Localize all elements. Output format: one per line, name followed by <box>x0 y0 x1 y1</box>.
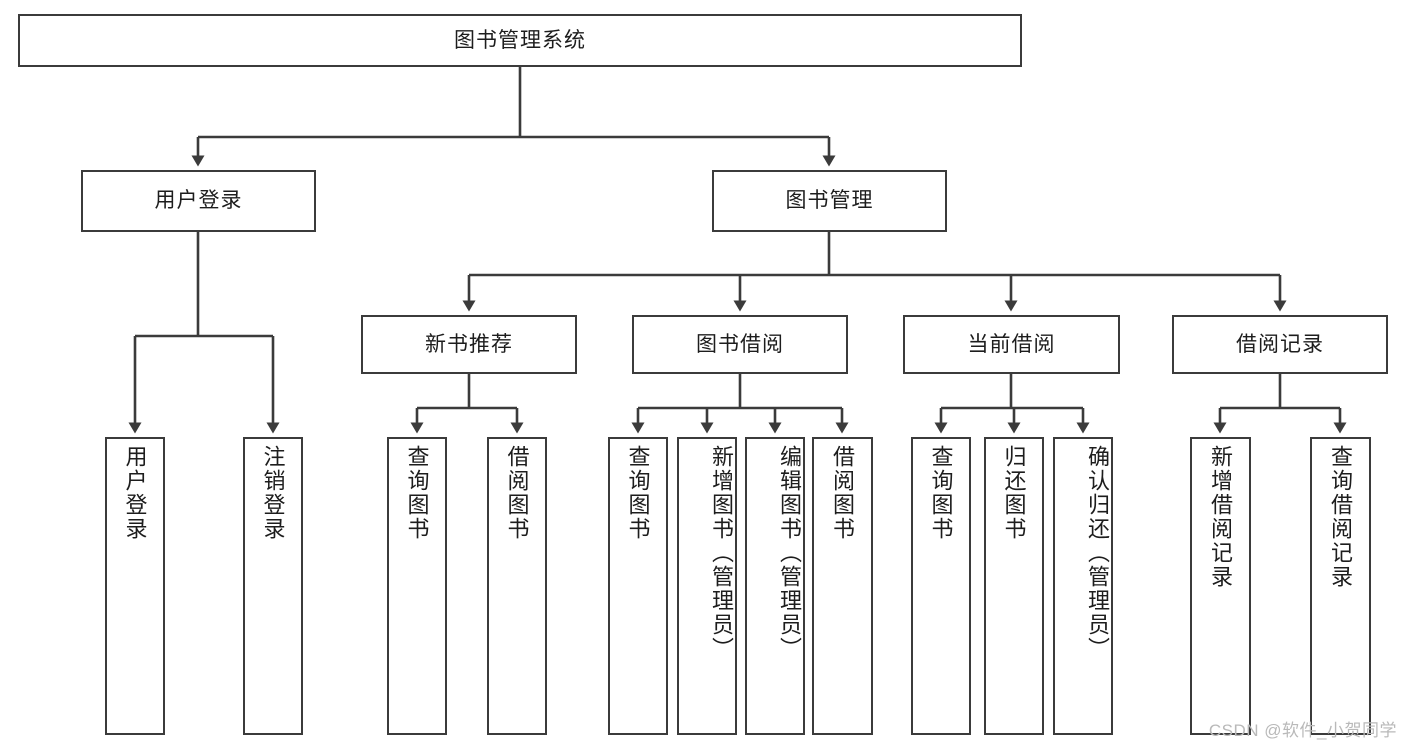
node-borrow-record[interactable]: 借阅记录 <box>1172 315 1388 374</box>
leaf-return-book[interactable]: 归还图书 <box>984 437 1044 735</box>
node-book-management[interactable]: 图书管理 <box>712 170 947 232</box>
node-book-borrow[interactable]: 图书借阅 <box>632 315 848 374</box>
leaf-user-login[interactable]: 用户登录 <box>105 437 165 735</box>
leaf-edit-book-admin[interactable]: 编辑图书（管理员） <box>745 437 805 735</box>
leaf-confirm-return-admin[interactable]: 确认归还（管理员） <box>1053 437 1113 735</box>
leaf-query-book-borrow[interactable]: 查询图书 <box>608 437 668 735</box>
leaf-borrow-book-recommend[interactable]: 借阅图书 <box>487 437 547 735</box>
node-root[interactable]: 图书管理系统 <box>18 14 1022 67</box>
leaf-query-borrow-record[interactable]: 查询借阅记录 <box>1310 437 1371 735</box>
node-new-book-recommend[interactable]: 新书推荐 <box>361 315 577 374</box>
leaf-add-book-admin[interactable]: 新增图书（管理员） <box>677 437 737 735</box>
leaf-query-book-current[interactable]: 查询图书 <box>911 437 971 735</box>
node-user-login[interactable]: 用户登录 <box>81 170 316 232</box>
watermark: CSDN @软件_小贺同学 <box>1208 721 1397 740</box>
node-current-borrow[interactable]: 当前借阅 <box>903 315 1120 374</box>
leaf-borrow-book[interactable]: 借阅图书 <box>812 437 873 735</box>
leaf-query-book-recommend[interactable]: 查询图书 <box>387 437 447 735</box>
leaf-logout-login[interactable]: 注销登录 <box>243 437 303 735</box>
leaf-add-borrow-record[interactable]: 新增借阅记录 <box>1190 437 1251 735</box>
